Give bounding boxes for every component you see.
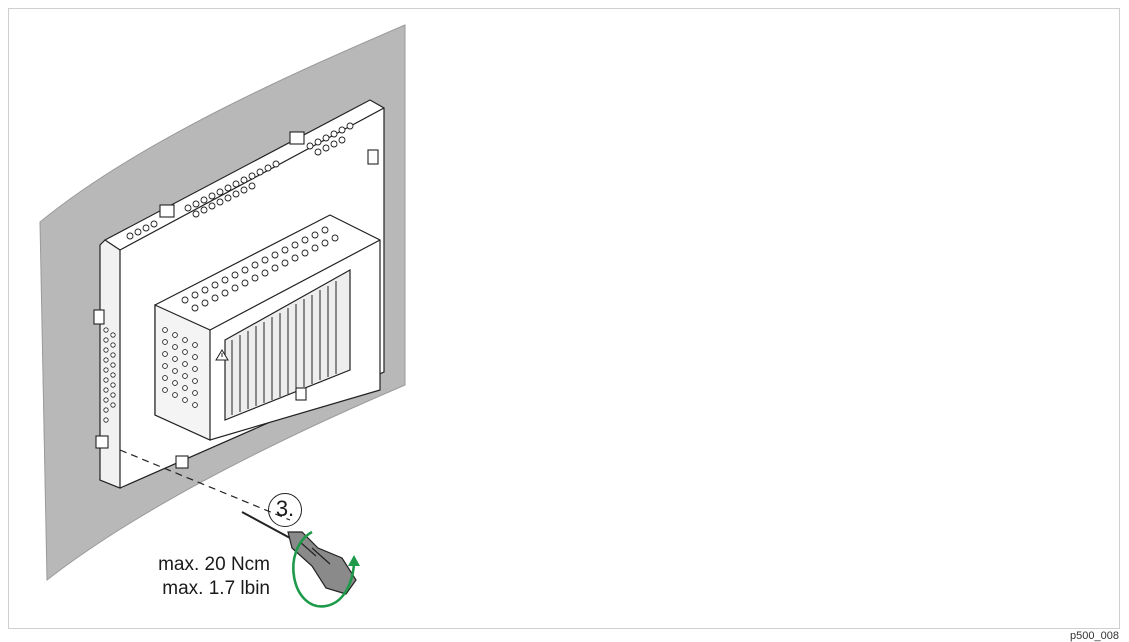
rotation-arrow-icon [292,530,360,608]
screw-guide-line [119,449,291,521]
step-number-circle [268,493,302,527]
step-number: 3. [275,496,295,521]
figure-frame [8,8,1120,629]
torque-specification: max. 20 Ncm max. 1.7 lbin [120,553,270,601]
warning-triangle-icon [215,349,229,361]
torque-line-ncm: max. 20 Ncm [158,554,270,575]
top-vent-holes [126,122,354,240]
torque-line-lbin: max. 1.7 lbin [162,578,270,599]
device-front-module [154,214,381,441]
module-vent-holes [162,226,339,408]
side-vent-holes [103,327,116,423]
screwdriver-icon [241,511,357,595]
mounting-clamps [93,131,379,469]
heatsink-fins [231,281,337,415]
figure-id: p500_008 [1070,630,1119,642]
